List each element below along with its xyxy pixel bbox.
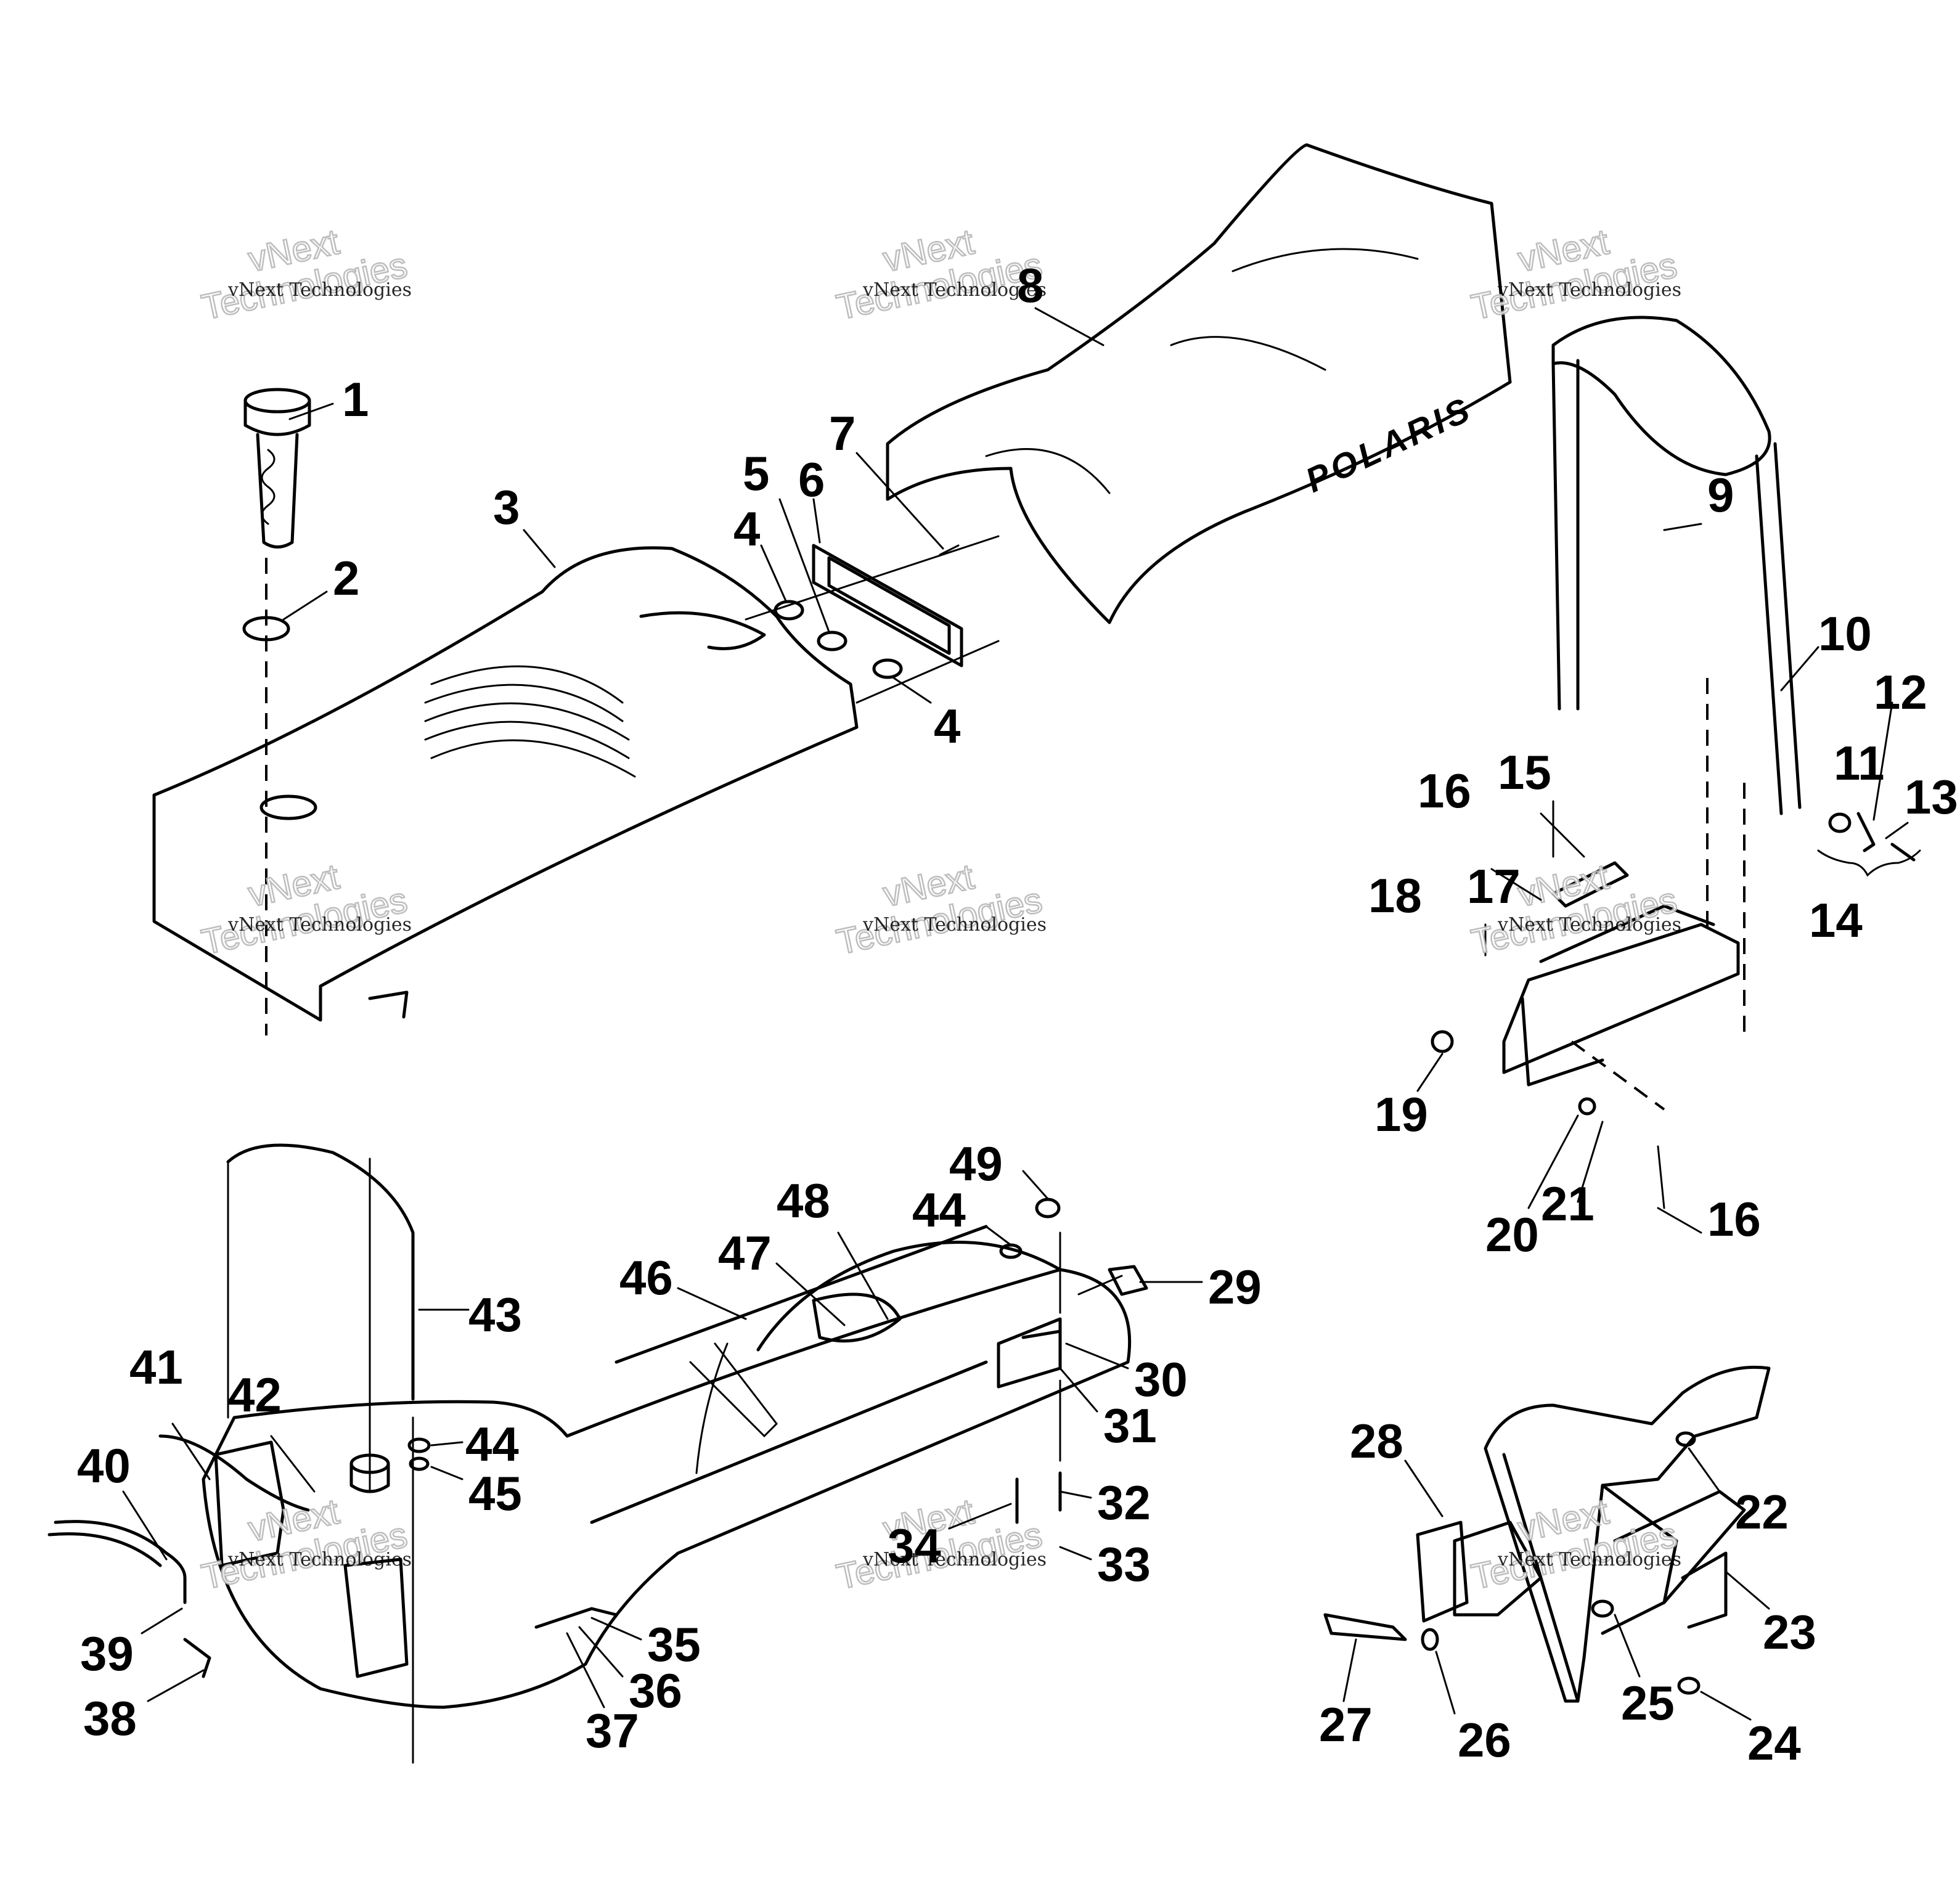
watermark-text: vNext Technologies: [1497, 1549, 1681, 1570]
callout-4: 4: [733, 502, 760, 556]
callout-21: 21: [1541, 1177, 1595, 1231]
callout-25: 25: [1621, 1676, 1675, 1730]
callout-1: 1: [342, 372, 369, 427]
callout-35: 35: [647, 1617, 701, 1672]
callout-10: 10: [1818, 606, 1872, 661]
callout-9: 9: [1707, 468, 1734, 522]
callout-7: 7: [829, 406, 855, 460]
callout-15: 15: [1498, 745, 1551, 799]
watermark-text: vNext Technologies: [1497, 914, 1681, 936]
watermark: vNext Technologies: [832, 221, 1046, 328]
callout-16: 16: [1707, 1192, 1761, 1246]
callout-8: 8: [1017, 258, 1043, 312]
callout-43: 43: [468, 1288, 522, 1342]
callout-20: 20: [1485, 1207, 1539, 1262]
callout-5: 5: [743, 446, 769, 500]
callout-41: 41: [129, 1340, 183, 1394]
callout-4: 4: [934, 699, 960, 753]
callout-2: 2: [333, 551, 359, 605]
callout-47: 47: [718, 1226, 772, 1280]
callout-3: 3: [493, 480, 520, 534]
watermark-text: vNext Technologies: [227, 914, 412, 936]
callout-24: 24: [1747, 1716, 1801, 1770]
callout-23: 23: [1763, 1605, 1816, 1659]
watermark: vNext Technologies: [197, 855, 411, 963]
callout-39: 39: [80, 1627, 134, 1681]
callout-12: 12: [1874, 665, 1927, 719]
callout-42: 42: [228, 1368, 282, 1422]
callout-44: 44: [465, 1417, 519, 1471]
callout-45: 45: [468, 1466, 522, 1521]
callout-labels: 1 2 3 4 4 5 6 7 8 9 10 11 12 13 14 15 16…: [77, 258, 1958, 1770]
watermark: vNext Technologies: [1467, 1490, 1681, 1598]
callout-36: 36: [629, 1663, 682, 1718]
callout-48: 48: [777, 1174, 830, 1228]
fuel-tank-part: [47, 1143, 1148, 1764]
callout-29: 29: [1208, 1260, 1262, 1314]
watermark: vNext Technologies: [1467, 221, 1681, 328]
watermark-text: vNext Technologies: [227, 279, 412, 301]
callout-33: 33: [1097, 1537, 1151, 1591]
rear-seat-part: POLARIS: [886, 143, 1512, 624]
watermark: vNext Technologies: [197, 1490, 411, 1598]
hitch-bracket-part: [1323, 1365, 1771, 1703]
callout-32: 32: [1097, 1476, 1151, 1530]
watermark-text: vNext Technologies: [227, 1549, 412, 1570]
callout-leaders: [122, 307, 1909, 1721]
callout-37: 37: [586, 1704, 639, 1758]
callout-34: 34: [888, 1519, 941, 1573]
front-seat-part: [152, 546, 859, 1022]
callout-40: 40: [77, 1439, 131, 1493]
callout-17: 17: [1467, 859, 1521, 913]
callout-11: 11: [1834, 736, 1884, 790]
watermark-text: vNext Technologies: [862, 914, 1047, 936]
fuel-cap-part: [243, 388, 311, 549]
backrest-assembly-part: [1431, 316, 1921, 1209]
watermark: vNext Technologies: [197, 221, 411, 328]
callout-46: 46: [619, 1251, 673, 1305]
callout-30: 30: [1134, 1352, 1188, 1406]
callout-38: 38: [83, 1691, 137, 1745]
callout-19: 19: [1374, 1087, 1428, 1141]
brand-logo: POLARIS: [1299, 389, 1478, 500]
watermark-text: vNext Technologies: [862, 279, 1047, 301]
callout-13: 13: [1905, 770, 1958, 824]
callout-28: 28: [1350, 1414, 1403, 1468]
watermark-text: vNext Technologies: [862, 1549, 1047, 1570]
callout-49: 49: [949, 1137, 1003, 1191]
callout-31: 31: [1103, 1398, 1157, 1453]
watermark: vNext Technologies: [832, 855, 1046, 963]
callout-27: 27: [1319, 1697, 1373, 1752]
callout-16: 16: [1418, 764, 1471, 818]
callout-18: 18: [1368, 868, 1422, 923]
callout-6: 6: [798, 452, 825, 507]
callout-44: 44: [912, 1183, 966, 1237]
seat-fasteners-parts: [745, 535, 1000, 704]
callout-14: 14: [1809, 893, 1863, 947]
callout-22: 22: [1735, 1485, 1789, 1539]
watermark-text: vNext Technologies: [1497, 279, 1681, 301]
callout-26: 26: [1458, 1713, 1511, 1767]
